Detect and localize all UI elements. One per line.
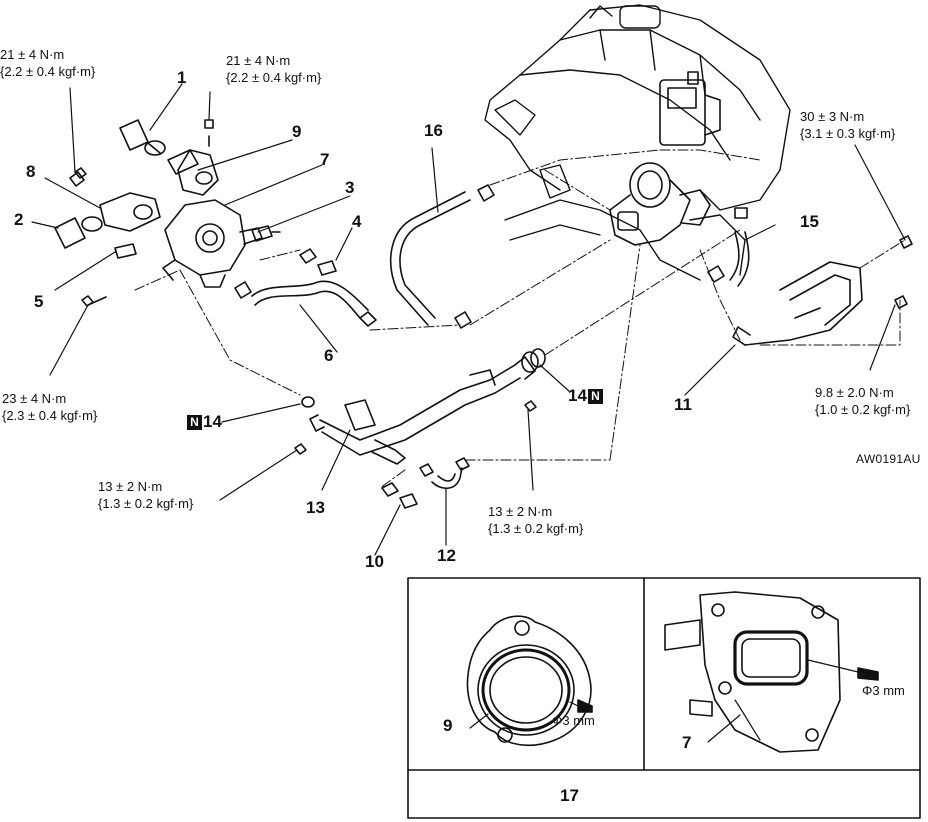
new-part-badge: N <box>187 415 202 430</box>
torque-label: 21 ± 4 N·m {2.2 ± 0.4 kgf·m} <box>226 53 322 85</box>
torque-label: 9.8 ± 2.0 N·m {1.0 ± 0.2 kgf·m} <box>815 385 911 417</box>
torque-label: 23 ± 4 N·m {2.3 ± 0.4 kgf·m} <box>2 391 98 423</box>
torque-label: 21 ± 4 N·m {2.2 ± 0.4 kgf·m} <box>0 47 96 79</box>
callout-5: 5 <box>34 292 44 311</box>
leader-lines <box>31 83 906 556</box>
part-3-sensor <box>251 225 281 242</box>
bolts <box>74 167 537 455</box>
part-14-o-rings <box>301 348 546 408</box>
callout-15: 15 <box>800 212 819 231</box>
callout-6: 6 <box>324 346 334 365</box>
torque-label: 13 ± 2 N·m {1.3 ± 0.2 kgf·m} <box>488 504 584 536</box>
engine-block-outline <box>484 4 791 281</box>
inset-caption: 17 <box>560 786 579 805</box>
part-9-water-outlet <box>167 119 219 196</box>
part-5-connector <box>114 243 137 259</box>
callout-13: 13 <box>306 498 325 517</box>
callout-8: 8 <box>26 162 36 181</box>
inset-gasket-9 <box>466 615 593 747</box>
callout-12: 12 <box>437 546 456 565</box>
part-11-bracket <box>732 235 913 346</box>
throttle-body <box>659 71 721 146</box>
torque-label: 30 ± 3 N·m {3.1 ± 0.3 kgf·m} <box>800 109 896 141</box>
callout-7: 7 <box>320 150 330 169</box>
alignment-lines <box>134 149 906 489</box>
part-4-hose <box>299 248 337 276</box>
callout-4: 4 <box>352 212 362 231</box>
bead-diameter-right: Φ3 mm <box>862 683 905 698</box>
part-13-water-pipe <box>309 351 539 465</box>
callout-9: 9 <box>292 122 302 141</box>
callout-16: 16 <box>424 121 443 140</box>
inset-panel <box>407 577 921 819</box>
bead-diameter-left: Φ3 mm <box>552 713 595 728</box>
new-part-badge: N <box>587 389 603 404</box>
part-2-hose <box>54 216 103 249</box>
callout-11: 11 <box>674 395 692 414</box>
part-7-housing <box>162 199 263 288</box>
part-10-hose <box>381 482 418 509</box>
inset-label-7: 7 <box>682 733 692 752</box>
figure-code: AW0191AU <box>856 452 921 466</box>
torque-label: 13 ± 2 N·m {1.3 ± 0.2 kgf·m} <box>98 479 194 511</box>
part-6-hose <box>234 280 377 327</box>
part-12-hose <box>419 457 470 490</box>
part-1-hose <box>119 119 166 156</box>
callout-1: 1 <box>177 68 187 87</box>
inset-label-9: 9 <box>443 716 453 735</box>
part-16-hose <box>390 184 495 329</box>
callout-2: 2 <box>14 210 24 229</box>
engine-thermostat-housing <box>609 162 748 246</box>
inset-housing-7 <box>664 591 879 753</box>
callout-10: 10 <box>365 552 384 571</box>
part-8-fitting <box>69 171 161 232</box>
callout-3: 3 <box>345 178 355 197</box>
